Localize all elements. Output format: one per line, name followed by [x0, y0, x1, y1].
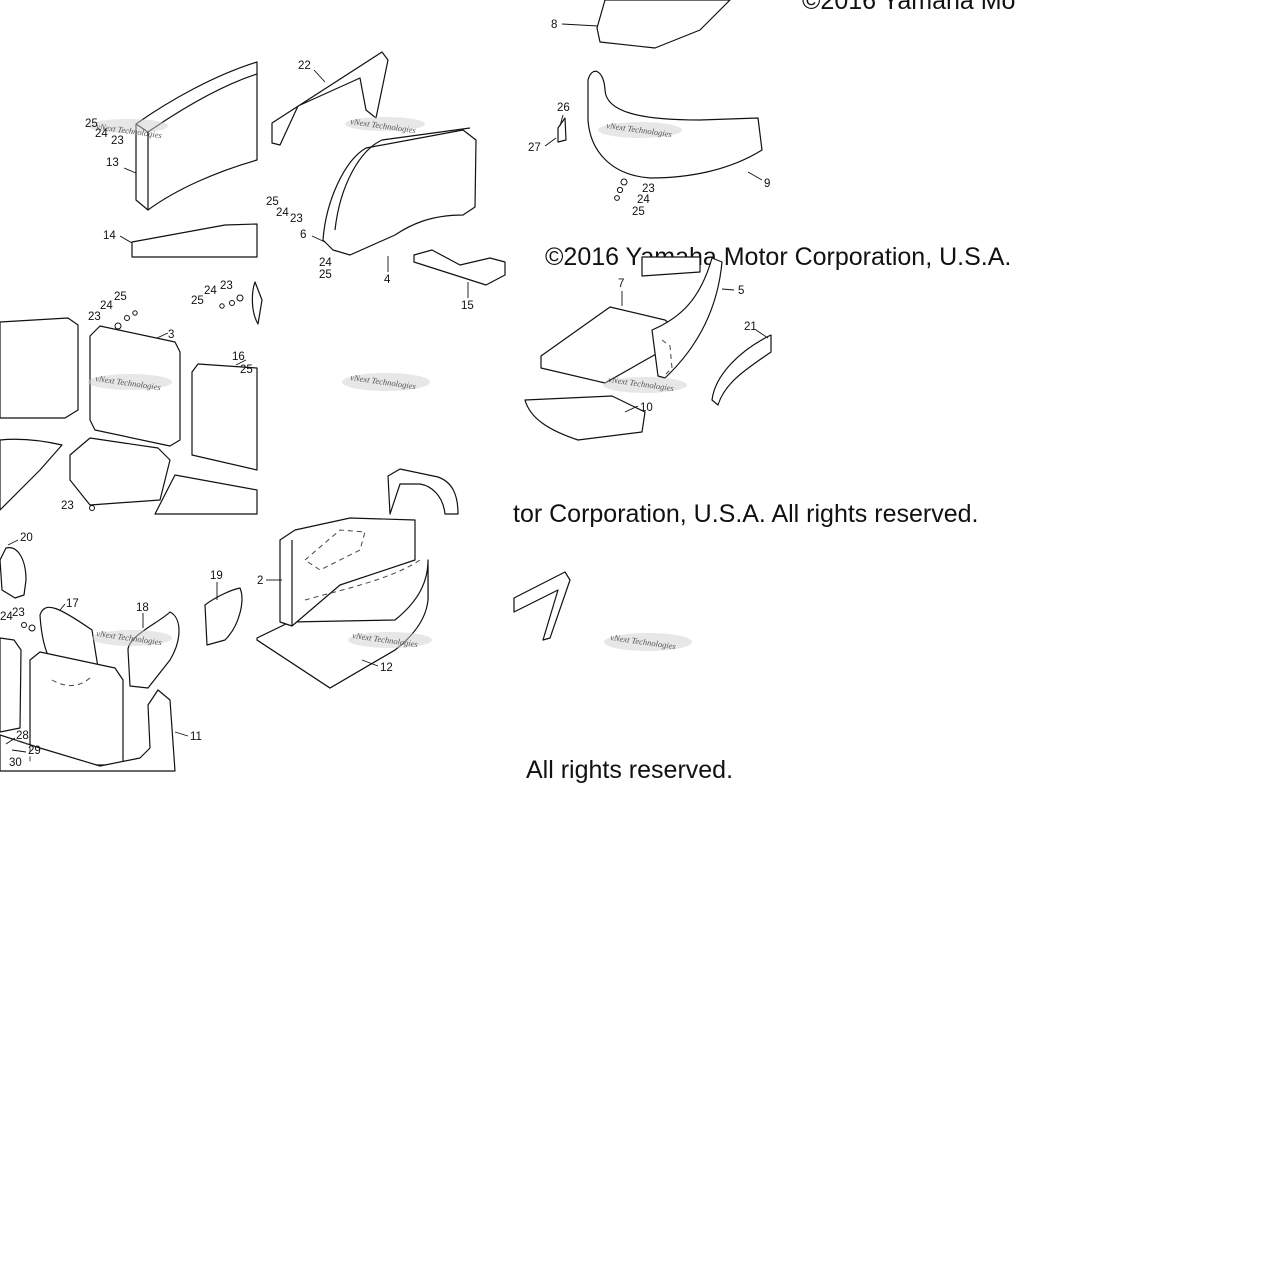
- part-19-trim: [204, 587, 243, 646]
- callout-25: 25: [319, 269, 332, 281]
- callout-24: 24: [276, 207, 289, 219]
- copyright-fragment-mid: ©2016 Yamaha Motor Corporation, U.S.A.: [545, 243, 1011, 271]
- part-cushion-left: [0, 637, 22, 733]
- callout-24: 24: [95, 128, 108, 140]
- watermark-8: vNext Technologies: [348, 630, 432, 649]
- part-13-backrest: [135, 61, 258, 211]
- watermark-9: vNext Technologies: [604, 632, 692, 651]
- part-20-trim: [0, 547, 27, 599]
- tile-seat-back-13: [131, 61, 258, 258]
- callout-5: 5: [738, 285, 744, 297]
- callout-24: 24: [100, 300, 113, 312]
- callout-19: 19: [210, 570, 223, 582]
- callout-11: 11: [190, 731, 202, 743]
- callout-27: 27: [528, 142, 541, 154]
- part-trim-fragment: [513, 571, 571, 641]
- part-8-cushion: [596, 0, 731, 49]
- callout-25: 25: [632, 206, 645, 218]
- callout-25: 25: [85, 118, 98, 130]
- part-back-panel: [387, 468, 459, 515]
- watermark-group: vNext Technologies vNext Technologies vN…: [88, 116, 692, 651]
- callout-24: 24: [0, 611, 13, 623]
- watermark-2: vNext Technologies: [345, 116, 425, 135]
- part-cushion-center: [29, 651, 124, 766]
- callout-7: 7: [618, 278, 624, 290]
- part-10-lower-seat: [524, 395, 646, 441]
- callout-24: 24: [319, 257, 332, 269]
- callout-20: 20: [20, 532, 33, 544]
- callout-numbers: 25 24 23 13 14 22 25 24 23 6 24 25 4 15 …: [0, 19, 770, 769]
- callout-15: 15: [461, 300, 474, 312]
- callout-22: 22: [298, 60, 311, 72]
- callout-18: 18: [136, 602, 149, 614]
- callout-10: 10: [640, 402, 653, 414]
- part-21-trim: [711, 334, 772, 406]
- callout-24: 24: [204, 285, 217, 297]
- callout-23: 23: [88, 311, 101, 323]
- part-large-back-left: [0, 317, 79, 419]
- tile-rear-backrest-9: [557, 0, 763, 201]
- callout-28: 28: [16, 730, 29, 742]
- callout-23: 23: [111, 135, 124, 147]
- callout-4: 4: [384, 274, 391, 286]
- callout-6: 6: [300, 229, 306, 241]
- part-2-cushion: [279, 517, 416, 627]
- callout-16: 16: [232, 351, 245, 363]
- callout-9: 9: [764, 178, 770, 190]
- copyright-fragment-bottom: All rights reserved.: [526, 756, 733, 784]
- watermark-7: vNext Technologies: [92, 628, 172, 647]
- part-9-backrest: [587, 70, 763, 179]
- tile-side-panel-6: [271, 51, 506, 286]
- watermark-4: vNext Technologies: [88, 373, 172, 392]
- watermark-5: vNext Technologies: [342, 372, 430, 391]
- callout-3: 3: [168, 329, 174, 341]
- callout-25: 25: [114, 291, 127, 303]
- tile-seat-assembly-7: [524, 256, 772, 441]
- part-27-bracket: [557, 117, 567, 143]
- callout-23: 23: [290, 213, 303, 225]
- callout-29: 29: [28, 745, 41, 757]
- part-6-side-cushion: [322, 129, 477, 256]
- callout-2: 2: [257, 575, 263, 587]
- part-5-backrest: [651, 257, 723, 379]
- copyright-fragment-top: ©2016 Yamaha Mo: [802, 0, 1015, 15]
- callout-30: 30: [9, 757, 22, 769]
- tile-bench-12: [256, 468, 459, 689]
- callout-25: 25: [191, 295, 204, 307]
- leader-lines: [5, 23, 769, 753]
- part-18-trim: [127, 611, 180, 689]
- callout-23: 23: [12, 607, 25, 619]
- callout-17: 17: [66, 598, 79, 610]
- watermark-3: vNext Technologies: [598, 120, 682, 139]
- callout-26: 26: [557, 102, 570, 114]
- copyright-fragment-lower: tor Corporation, U.S.A. All rights reser…: [513, 500, 978, 528]
- part-curved-seat: [0, 438, 63, 511]
- part-14-base: [131, 223, 258, 258]
- callout-14: 14: [103, 230, 116, 242]
- callout-23: 23: [220, 280, 233, 292]
- callout-23: 23: [61, 500, 74, 512]
- part-seat-pad: [69, 437, 171, 506]
- part-15-base-rail: [413, 249, 506, 286]
- tile-side-trims: [0, 547, 243, 772]
- part-11-base: [0, 689, 176, 772]
- callout-23: 23: [642, 183, 655, 195]
- part-22-trim: [271, 51, 389, 146]
- tile-trim-fragment: [513, 571, 571, 641]
- callout-8: 8: [551, 19, 557, 31]
- part-16-back: [191, 363, 258, 471]
- callout-12: 12: [380, 662, 393, 674]
- callout-24: 24: [637, 194, 650, 206]
- callout-13: 13: [106, 157, 119, 169]
- watermark-6: vNext Technologies: [603, 374, 687, 393]
- callout-25: 25: [240, 364, 253, 376]
- tile-seat-cushions-3: [0, 281, 263, 515]
- callout-25: 25: [266, 196, 279, 208]
- callout-21: 21: [744, 321, 757, 333]
